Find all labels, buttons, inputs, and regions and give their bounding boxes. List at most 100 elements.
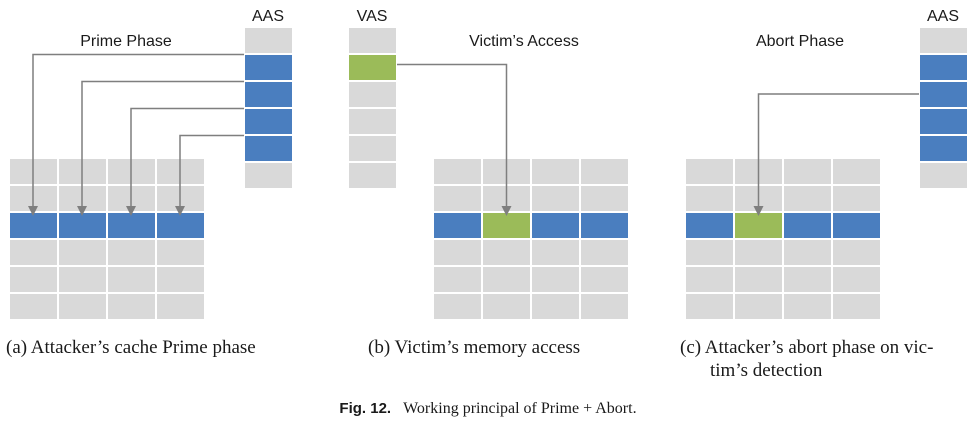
stack-cell (918, 134, 969, 163)
cache-set-line (106, 211, 157, 240)
stack-cell (243, 80, 294, 109)
figure-caption-text: Working principal of Prime + Abort. (403, 400, 636, 417)
cache-set-line (155, 211, 206, 240)
cache-line (530, 157, 581, 186)
figure-caption: Fig. 12. Working principal of Prime + Ab… (339, 400, 636, 417)
cache-line (733, 292, 784, 321)
stack-cell (347, 134, 398, 163)
prime-arrow (77, 80, 244, 216)
panel-a: AAS Prime Phase (a) Attacker’s cache Pri… (6, 8, 294, 358)
panel-a-cache-grid (8, 157, 206, 321)
cache-line (432, 292, 483, 321)
panel-b-caption: (b) Victim’s memory access (368, 337, 580, 358)
cache-line (530, 292, 581, 321)
panel-a-address-stack (243, 26, 294, 190)
panel-c-arrows (753, 93, 919, 216)
panel-c-address-stack (918, 26, 969, 190)
stack-cell (347, 53, 398, 82)
cache-line (155, 265, 206, 294)
cache-set-line (530, 211, 581, 240)
cache-line (432, 265, 483, 294)
cache-line (8, 265, 59, 294)
panel-c-cache-grid (684, 157, 882, 321)
figure-caption-label: Fig. 12. (339, 400, 391, 417)
cache-line (8, 292, 59, 321)
stack-cell (918, 80, 969, 109)
cache-line (782, 238, 833, 267)
cache-line (481, 265, 532, 294)
stack-cell (243, 53, 294, 82)
cache-line (57, 265, 108, 294)
panel-b: VAS Victim’s Access (b) Victim’s memory … (347, 8, 630, 358)
cache-set-line (579, 211, 630, 240)
abort-arrow (753, 93, 919, 216)
stack-cell (243, 107, 294, 136)
panel-a-title: Prime Phase (80, 33, 172, 50)
stack-cell (243, 134, 294, 163)
cache-line (831, 292, 882, 321)
cache-line (579, 184, 630, 213)
prime-arrow (28, 53, 244, 216)
cache-line (579, 238, 630, 267)
cache-line (782, 184, 833, 213)
stack-cell (347, 80, 398, 109)
cache-line (831, 265, 882, 294)
cache-line (530, 265, 581, 294)
cache-line (155, 292, 206, 321)
stack-cell (243, 161, 294, 190)
cache-set-line (684, 211, 735, 240)
stack-cell (918, 161, 969, 190)
cache-line (831, 238, 882, 267)
stack-cell (243, 26, 294, 55)
cache-set-line (782, 211, 833, 240)
cache-set-line (831, 211, 882, 240)
cache-line (530, 184, 581, 213)
cache-line (530, 238, 581, 267)
panel-c-caption-line-1: (c) Attacker’s abort phase on vic- (680, 337, 933, 358)
cache-line (106, 292, 157, 321)
panel-c-caption-line-2: tim’s detection (710, 360, 823, 381)
cache-line (432, 238, 483, 267)
stack-cell (918, 53, 969, 82)
panel-b-title: Victim’s Access (469, 33, 579, 50)
stack-cell (347, 107, 398, 136)
stack-cell (347, 161, 398, 190)
panel-b-cache-grid (432, 157, 630, 321)
cache-line (155, 238, 206, 267)
cache-line (481, 292, 532, 321)
cache-line (8, 238, 59, 267)
cache-line (106, 238, 157, 267)
cache-line (733, 265, 784, 294)
cache-line (579, 265, 630, 294)
cache-line (831, 157, 882, 186)
cache-line (831, 184, 882, 213)
cache-set-line (432, 211, 483, 240)
cache-line (57, 238, 108, 267)
panel-c-title: Abort Phase (756, 33, 844, 50)
cache-line (782, 157, 833, 186)
panel-a-caption: (a) Attacker’s cache Prime phase (6, 337, 256, 358)
cache-line (733, 238, 784, 267)
panel-b-address-stack (347, 26, 398, 190)
cache-set-line (8, 211, 59, 240)
cache-set-line (481, 211, 532, 240)
cache-line (782, 292, 833, 321)
cache-line (432, 157, 483, 186)
cache-line (684, 157, 735, 186)
cache-line (684, 265, 735, 294)
cache-line (684, 184, 735, 213)
cache-line (432, 184, 483, 213)
stack-cell (347, 26, 398, 55)
cache-set-line (57, 211, 108, 240)
cache-line (684, 238, 735, 267)
cache-line (684, 292, 735, 321)
prime-arrow (126, 107, 244, 216)
cache-line (579, 157, 630, 186)
cache-set-line (733, 211, 784, 240)
stack-cell (918, 26, 969, 55)
cache-line (481, 238, 532, 267)
cache-line (57, 292, 108, 321)
stack-cell (918, 107, 969, 136)
prime-arrow (175, 134, 244, 216)
